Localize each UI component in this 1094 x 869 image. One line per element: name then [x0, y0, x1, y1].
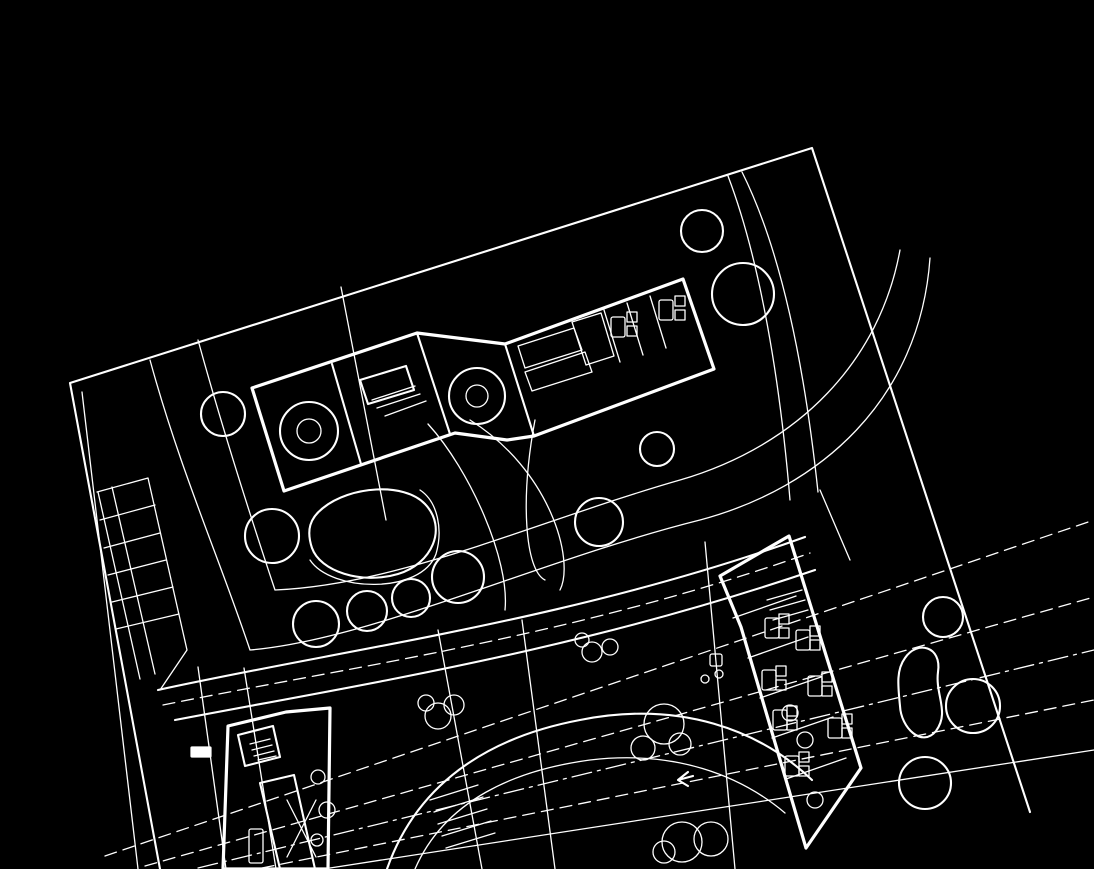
tree-canopy-8 — [345, 589, 389, 633]
furniture-group-7 — [784, 751, 810, 777]
entrance-arrow-icon — [676, 770, 695, 788]
furniture-group-11 — [248, 799, 317, 864]
main-promenade-north-edge — [156, 535, 807, 692]
tree-canopy-6 — [638, 430, 676, 468]
courtyard-planter-core-east — [465, 384, 489, 408]
upper-building-workspace — [517, 327, 593, 392]
courtyard-planter-ring-east — [447, 366, 507, 426]
site-boundary — [68, 146, 1032, 869]
furniture-group-9 — [795, 625, 821, 651]
shrub-cluster-3 — [630, 703, 692, 761]
east-walkway-right — [741, 171, 819, 493]
tree-canopy-13 — [897, 755, 953, 811]
amphitheatre-arc-inner — [414, 757, 786, 869]
courtyard-planter-ring-west — [278, 400, 340, 462]
alignment-line-4 — [261, 699, 1094, 869]
north-south-axis — [340, 286, 851, 869]
tree-canopy-3 — [710, 261, 776, 327]
shrub-cluster-6 — [781, 704, 824, 809]
promenade-connector-a — [197, 666, 277, 869]
garden-edge-path-inner — [197, 249, 901, 591]
boundary-inner-offset — [81, 391, 139, 869]
pond-edge-ring — [309, 489, 440, 586]
tree-canopy-4 — [243, 507, 301, 565]
west-lawn-bands-inner — [97, 486, 156, 680]
tree-canopy-11 — [921, 595, 965, 639]
furniture-group-8 — [764, 613, 790, 639]
central-pond — [308, 488, 437, 579]
furniture-group-2 — [658, 295, 686, 321]
upper-building-core — [358, 364, 416, 406]
alignment-line-5 — [329, 749, 1094, 869]
shrub-cluster-1 — [417, 694, 465, 730]
shrub-cluster-2 — [574, 632, 619, 663]
main-promenade-south-edge — [173, 568, 817, 722]
east-pavilion-interior-line — [732, 595, 847, 780]
meadow-path-a — [427, 423, 507, 611]
alignment-line-2 — [144, 596, 1094, 867]
amphitheatre-arc-outer — [385, 712, 814, 869]
tree-canopy-5 — [573, 496, 625, 548]
east-bean-planter — [897, 646, 944, 739]
south-building-outline — [221, 706, 332, 869]
drawing-linework — [68, 146, 1094, 869]
furniture-group-10 — [700, 653, 724, 684]
south-building-grid — [249, 738, 277, 761]
upper-building-outline — [250, 277, 716, 493]
amphitheatre-steps — [429, 784, 496, 849]
tree-canopy-10 — [430, 549, 486, 605]
tree-canopy-7 — [291, 599, 341, 649]
upper-building-internal-wall — [330, 331, 536, 466]
furniture-group-3 — [761, 665, 787, 691]
shrub-cluster-4 — [652, 821, 729, 864]
tree-canopy-9 — [390, 577, 432, 619]
furniture-group-4 — [807, 671, 833, 697]
east-pavilion-outline — [718, 534, 863, 850]
upper-building-service-core — [571, 312, 615, 366]
tree-canopy-2 — [679, 208, 725, 254]
meadow-path-b — [469, 419, 565, 591]
furniture-group-5 — [772, 705, 798, 731]
courtyard-planter-core-west — [296, 418, 322, 444]
meadow-path-c — [525, 419, 546, 581]
tree-canopy-1 — [199, 390, 247, 438]
shrub-cluster-5 — [310, 769, 336, 847]
promenade-connector-b — [437, 619, 556, 869]
west-lawn-bands — [96, 477, 188, 691]
east-pavilion-stair — [766, 589, 809, 621]
legend-marker — [190, 746, 212, 758]
furniture-group-6 — [827, 713, 853, 739]
east-walkway-left — [727, 175, 791, 501]
south-building-inner-court — [236, 724, 317, 869]
furniture-group-1 — [610, 311, 638, 338]
upper-building-stair — [371, 385, 427, 417]
alignment-line-1 — [104, 519, 1094, 857]
